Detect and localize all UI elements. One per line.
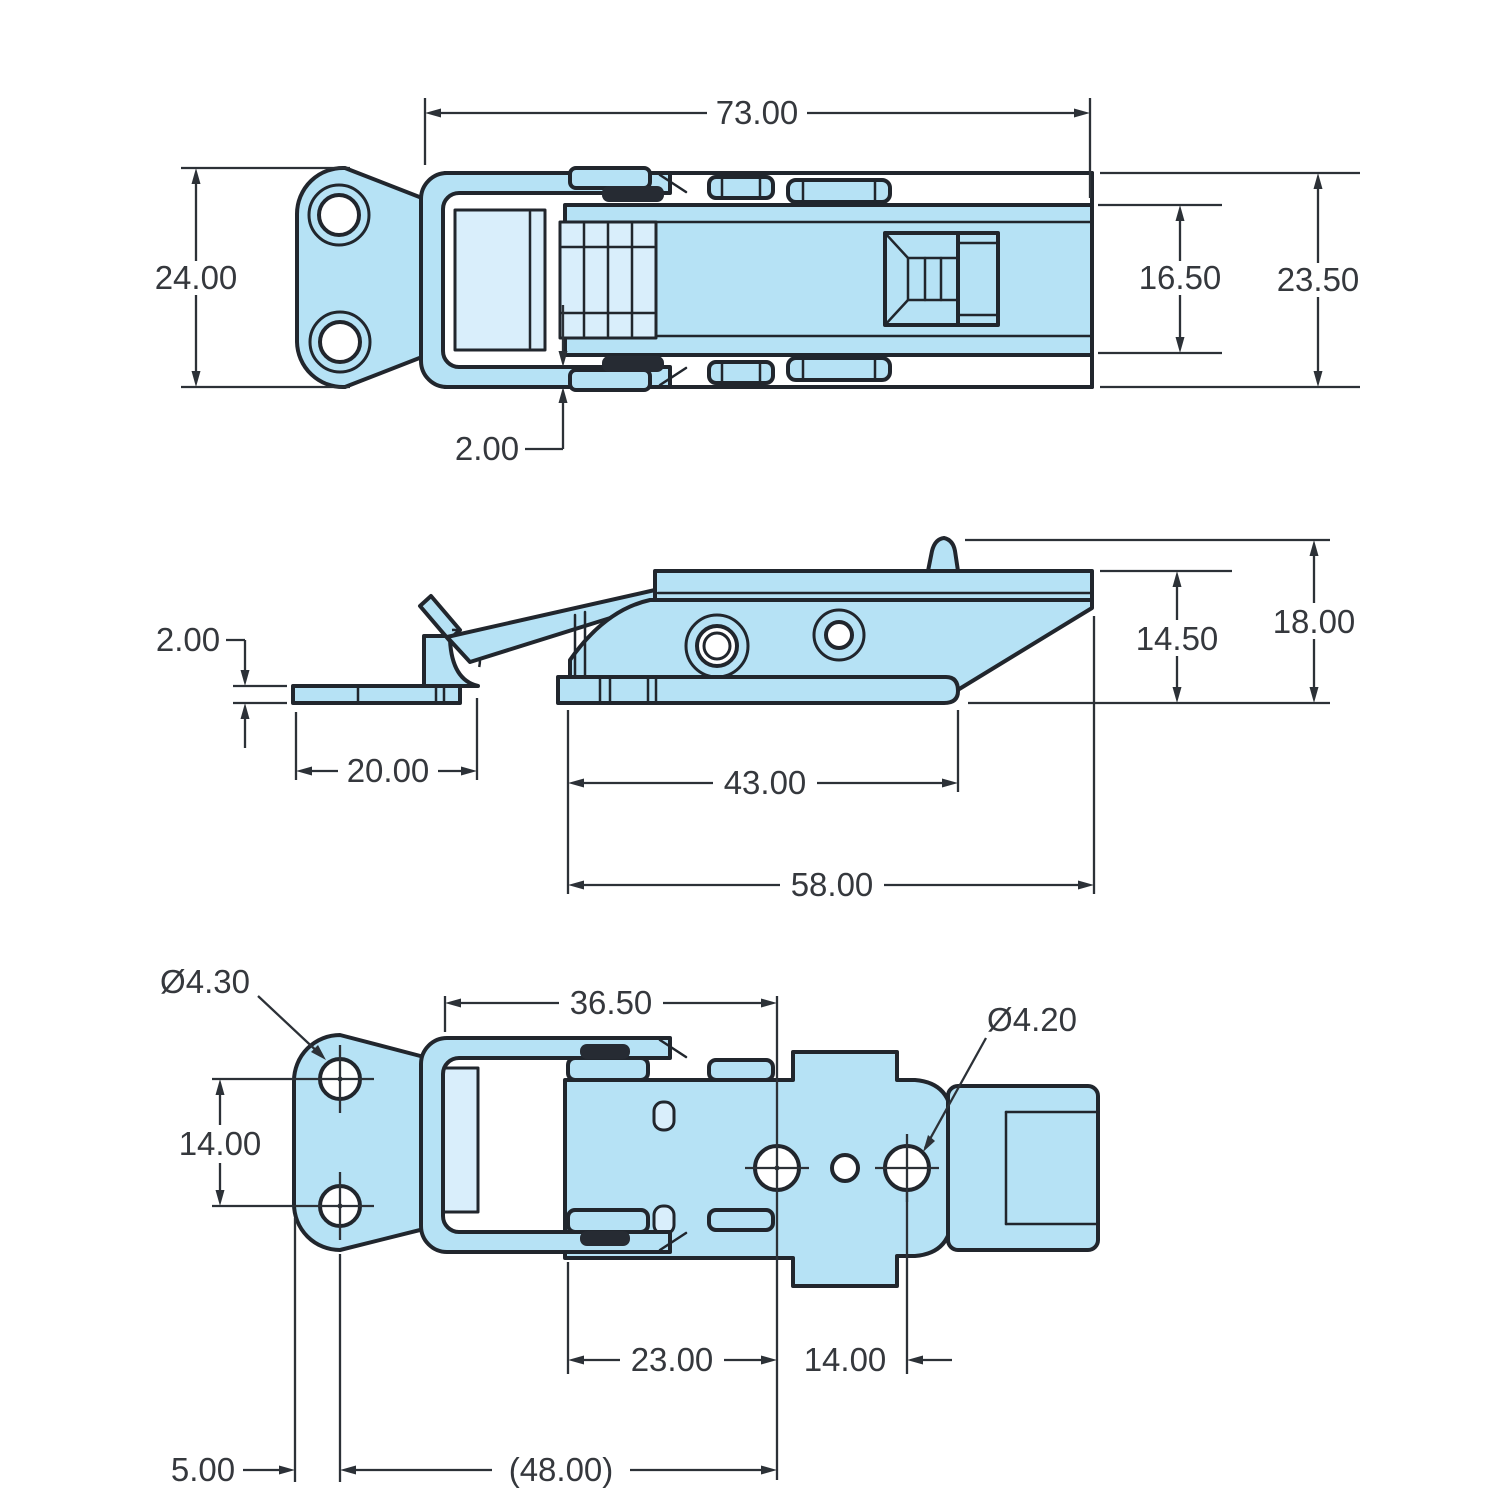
dim-label-bail-to-pivot: 36.50	[570, 984, 653, 1021]
keeper-plate-side	[291, 684, 462, 705]
spring-stack	[558, 166, 664, 392]
handle-bar-top	[786, 178, 892, 204]
handle-bar-bottom	[786, 356, 892, 382]
dim-keeper-length: 20.00	[294, 698, 479, 789]
dim-pivot-spacing: 14.00	[804, 1341, 952, 1378]
dim-label-body-width: 16.50	[1139, 259, 1222, 296]
dim-body-edge-to-pivot: 23.00	[568, 1341, 777, 1378]
dim-label-keeper-hole-spacing: 14.00	[179, 1125, 262, 1162]
keeper-holes-top-view	[307, 183, 372, 374]
nut-top-1	[568, 166, 652, 190]
dim-keeper-width: 24.00	[155, 166, 350, 389]
keeper-bracket	[294, 165, 424, 390]
dim-label-body-edge-to-pivot: 23.00	[631, 1341, 714, 1378]
dim-body-height: 14.50	[1100, 569, 1232, 703]
side-view: 2.00 20.00 43.00 5	[156, 536, 1356, 903]
bail-chamfer-top	[658, 173, 688, 194]
dim-label-overall-length: 73.00	[716, 94, 799, 131]
bottom-view: Ø4.30 Ø4.20 36.50 14.00	[160, 963, 1100, 1488]
dim-bail-wire: 2.00	[455, 305, 568, 467]
nut-bottom-1	[568, 368, 652, 392]
dim-label-keeper-to-pivot: (48.00)	[509, 1451, 614, 1488]
latch-holes-bottom-view	[745, 1134, 939, 1202]
spring-stack-bottom-view	[566, 1044, 775, 1246]
dim-label-bail-wire: 2.00	[455, 430, 519, 467]
bail-chamfer-bottom	[658, 366, 688, 387]
dim-edge-to-hole: 5.00	[171, 1451, 295, 1488]
bail-loop-bottom	[419, 1036, 672, 1254]
keeper-bracket-bottom	[292, 1033, 430, 1252]
dim-label-overall-base-length: 58.00	[791, 866, 874, 903]
spring-nub-bottom	[652, 1204, 676, 1236]
pivot-hole-inner	[702, 631, 732, 661]
dim-bail-to-pivot: 36.50	[443, 984, 777, 1032]
dim-label-edge-to-hole: 5.00	[171, 1451, 235, 1488]
dim-keeper-thickness: 2.00	[156, 621, 287, 748]
mount-ear	[812, 608, 866, 662]
keeper-hook-plate-bottom	[440, 1066, 480, 1214]
dim-overall-height: 18.00	[965, 538, 1356, 705]
dim-label-base-length: 43.00	[724, 764, 807, 801]
mounting-hole	[318, 320, 362, 364]
pivot-pin-bottom	[707, 360, 775, 385]
dim-label-keeper-thickness: 2.00	[156, 621, 220, 658]
hook-hidden-bend	[451, 628, 482, 669]
mount-hole	[824, 620, 854, 650]
dim-overall-length: 73.00	[423, 94, 1092, 198]
dim-body-width: 16.50	[1098, 203, 1222, 355]
callout-latch-hole-dia: Ø4.20	[923, 1001, 1077, 1152]
lever-top-plate	[653, 569, 1094, 602]
dim-label-body-height: 14.50	[1136, 620, 1219, 657]
spring-nub-top	[652, 1100, 676, 1132]
dim-keeper-to-pivot: (48.00)	[340, 1451, 777, 1488]
pivot-pins	[707, 175, 892, 385]
extension-lines-bottom	[293, 996, 909, 1482]
adjuster	[883, 231, 1000, 327]
dim-label-overall-height: 18.00	[1273, 603, 1356, 640]
dim-label-pivot-spacing: 14.00	[804, 1341, 887, 1378]
dim-label-latch-hole-dia: Ø4.20	[987, 1001, 1077, 1038]
release-tab	[926, 536, 960, 573]
top-view: 73.00 24.00 16.50	[155, 94, 1360, 467]
dim-label-keeper-length: 20.00	[347, 752, 430, 789]
dim-label-keeper-hole-dia: Ø4.30	[160, 963, 250, 1000]
adjuster-cap	[946, 1084, 1100, 1252]
serrated-washer-bottom	[602, 356, 664, 372]
bail-loop	[419, 171, 672, 389]
dim-base-length: 43.00	[566, 710, 960, 894]
small-hole	[830, 1153, 860, 1183]
mounting-hole	[317, 193, 361, 237]
dim-label-overall-width: 23.50	[1277, 261, 1360, 298]
callout-keeper-hole-dia: Ø4.30	[160, 963, 326, 1060]
dim-keeper-hole-spacing: 14.00	[179, 1077, 374, 1208]
serrated-washer-top	[602, 186, 664, 202]
dim-overall-base-length: 58.00	[568, 616, 1096, 903]
pivot-pin-top	[707, 175, 775, 200]
adjuster-catch	[956, 241, 1000, 317]
keeper-hook-plate	[453, 208, 547, 352]
base-plate-side	[556, 675, 960, 705]
dim-label-keeper-width: 24.00	[155, 259, 238, 296]
dim-overall-width: 23.50	[1100, 171, 1360, 389]
